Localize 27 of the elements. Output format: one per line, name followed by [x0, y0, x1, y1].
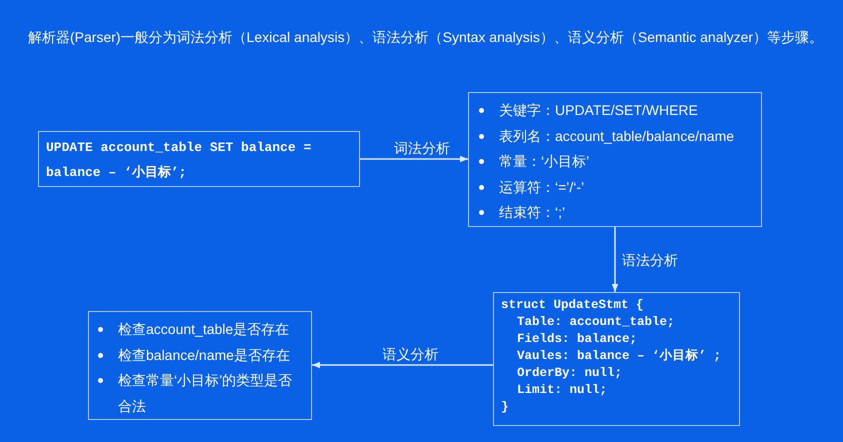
list-item-text: 检查常量‘小目标’的类型是否合法	[118, 371, 294, 416]
list-item-text: 检查balance/name是否存在	[118, 346, 290, 364]
edge-label: 词法分析	[394, 139, 450, 157]
list-item-text: 常量：‘小目标’	[499, 152, 590, 171]
code-line: Fields: balance;	[516, 331, 638, 348]
list-item-text: 表列名：account_table/balance/name	[499, 126, 734, 146]
edge-label: 语义分析	[382, 345, 438, 363]
list-item-text: 关键字：UPDATE/SET/WHERE	[499, 101, 698, 120]
list-item-text: 结束符：‘;’	[499, 203, 566, 222]
arrow	[612, 227, 618, 292]
code-box	[493, 292, 740, 426]
code-box	[38, 131, 360, 187]
code-line: Vaules: balance – ‘小目标’ ;	[516, 348, 722, 365]
edge-label: 语法分析	[622, 250, 678, 268]
code-line: }	[501, 399, 509, 416]
arrow	[360, 156, 468, 162]
code-line: OrderBy: null;	[516, 365, 622, 382]
code-line: struct UpdateStmt {	[501, 297, 644, 314]
code-line: Limit: null;	[516, 382, 608, 399]
list-item-text: 检查account_table是否存在	[118, 320, 290, 339]
code-text: UPDATE account_table SET balance = balance – ‘小目标’;	[46, 139, 312, 182]
list-item-text: 运算符：‘=’/‘-’	[499, 178, 584, 196]
arrow	[312, 362, 493, 368]
list-box	[88, 311, 312, 420]
list-box	[468, 92, 762, 227]
title-text: 解析器(Parser)一般分为词法分析（Lexical analysis）、语法分析（Syntax analysis）、语义分析（Semantic analyzer）等步骤。	[28, 28, 824, 47]
code-line: Table: account_table;	[516, 314, 675, 331]
